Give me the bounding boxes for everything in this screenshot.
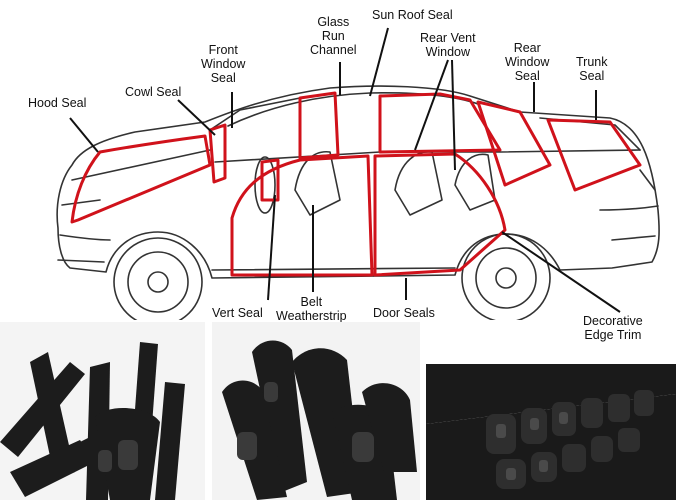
label-hood-seal: Hood Seal xyxy=(28,96,87,110)
label-belt-weatherstrip: Belt Weatherstrip xyxy=(276,295,347,323)
front-window-seal-line xyxy=(208,123,227,184)
rear-window-seal-line xyxy=(476,100,552,187)
vert-seal-line xyxy=(260,158,280,202)
rubber-seal-photo-3 xyxy=(426,364,676,500)
rubber-seal-photo-1 xyxy=(0,322,205,500)
hood-seal-line xyxy=(70,134,212,224)
label-door-seals: Door Seals xyxy=(373,306,435,320)
label-cowl-seal: Cowl Seal xyxy=(125,85,182,99)
label-rear-vent-window: Rear Vent Window xyxy=(420,31,476,59)
leader-lines xyxy=(69,27,621,313)
seal-highlights xyxy=(70,91,642,277)
label-glass-run-channel: Glass Run Channel xyxy=(310,15,357,57)
front-door-seal-line xyxy=(230,154,374,277)
glass-run-channel-line xyxy=(298,91,340,160)
rubber-seal-photo-2 xyxy=(212,322,420,500)
label-front-window-seal: Front Window Seal xyxy=(201,43,246,85)
car-illustration xyxy=(56,27,660,320)
label-trunk-seal: Trunk Seal xyxy=(576,55,608,83)
trunk-seal-line xyxy=(546,118,642,192)
label-rear-window-seal: Rear Window Seal xyxy=(505,41,550,83)
label-sun-roof-seal: Sun Roof Seal xyxy=(372,8,453,22)
label-vert-seal: Vert Seal xyxy=(212,306,263,320)
label-decorative-edge-trim: Decorative Edge Trim xyxy=(583,314,643,342)
